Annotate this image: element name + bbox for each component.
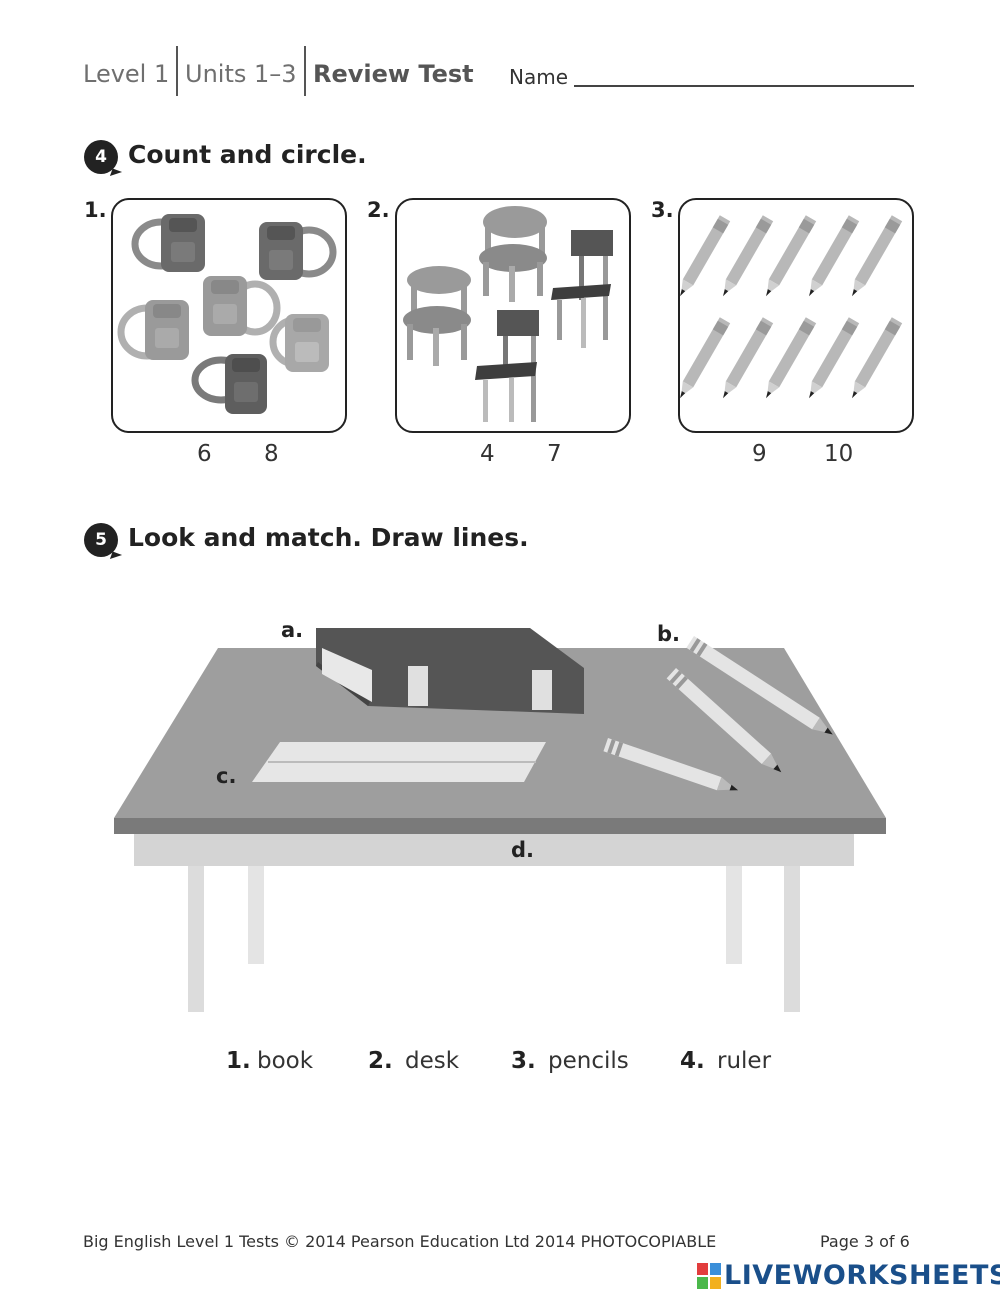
pencil-icon: [680, 215, 731, 297]
name-field[interactable]: [574, 85, 914, 87]
item-1-number: 1.: [84, 198, 107, 222]
pencil-icon: [666, 668, 782, 773]
liveworksheets-wordmark: LIVEWORKSHEETS: [724, 1260, 1000, 1291]
header-level: Level 1: [83, 60, 170, 88]
name-label: Name: [509, 65, 569, 89]
stool-icon: [403, 266, 471, 366]
pencil-icon: [723, 215, 774, 297]
backpack-icon: [259, 222, 337, 280]
label-a[interactable]: a.: [281, 618, 304, 642]
header-divider: [176, 46, 178, 96]
item-2-number: 2.: [367, 198, 390, 222]
section-4-badge: 4: [84, 140, 118, 174]
backpack-icon: [117, 300, 189, 360]
section-4-title: Count and circle.: [128, 140, 367, 169]
word-4[interactable]: ruler: [717, 1048, 772, 1074]
item-1-option[interactable]: 6: [197, 441, 212, 467]
word-3[interactable]: pencils: [548, 1048, 629, 1074]
word-2-number: 2.: [368, 1048, 393, 1074]
section-5-badge: 5: [84, 523, 118, 557]
word-1-number: 1.: [226, 1048, 251, 1074]
word-4-number: 4.: [680, 1048, 705, 1074]
chair-icon: [475, 310, 539, 422]
book-icon: [316, 628, 584, 714]
item-3-option[interactable]: 10: [824, 441, 854, 467]
item-3-number: 3.: [651, 198, 674, 222]
liveworksheets-logo: [697, 1263, 721, 1289]
backpack-icon: [191, 354, 267, 414]
backpack-icon: [269, 314, 329, 372]
header-divider: [304, 46, 306, 96]
word-3-number: 3.: [511, 1048, 536, 1074]
backpack-icon: [203, 276, 281, 336]
item-3-option[interactable]: 9: [752, 441, 767, 467]
pencil-icon: [603, 738, 739, 791]
label-b[interactable]: b.: [657, 622, 681, 646]
pencil-icon: [809, 317, 860, 399]
word-1[interactable]: book: [257, 1048, 314, 1074]
pencil-icon: [686, 636, 833, 735]
stool-icon: [479, 206, 547, 302]
pencil-icon: [680, 317, 731, 399]
pencil-icon: [809, 215, 860, 297]
chairs-picture: [395, 198, 631, 433]
label-c[interactable]: c.: [216, 764, 237, 788]
item-1-option[interactable]: 8: [264, 441, 279, 467]
ruler-icon: [252, 742, 546, 782]
pencil-icon: [852, 215, 903, 297]
item-2-option[interactable]: 4: [480, 441, 495, 467]
pencils-picture: [678, 198, 914, 433]
word-2[interactable]: desk: [405, 1048, 460, 1074]
backpacks-picture: [111, 198, 347, 433]
header-test-title: Review Test: [313, 60, 474, 88]
pencil-icon: [766, 317, 817, 399]
section-5-title: Look and match. Draw lines.: [128, 523, 529, 552]
label-d[interactable]: d.: [511, 838, 535, 862]
pencil-icon: [723, 317, 774, 399]
footer-page: Page 3 of 6: [820, 1232, 910, 1251]
pencil-icon: [766, 215, 817, 297]
backpack-icon: [131, 214, 205, 272]
chair-icon: [551, 230, 613, 348]
pencil-icon: [852, 317, 903, 399]
desk-illustration: [114, 628, 886, 1012]
item-2-option[interactable]: 7: [547, 441, 562, 467]
footer-copyright: Big English Level 1 Tests © 2014 Pearson…: [83, 1232, 717, 1251]
header-units: Units 1–3: [185, 60, 297, 88]
